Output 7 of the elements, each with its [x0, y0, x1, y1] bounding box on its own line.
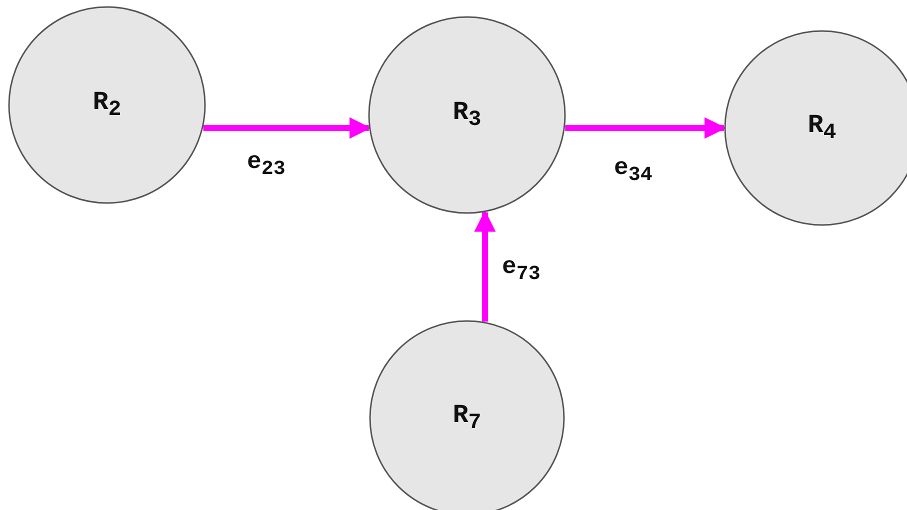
arrow — [474, 210, 496, 322]
arrow — [203, 117, 372, 139]
node-label: R$_{4}$ — [808, 110, 836, 146]
node-label: R$_{2}$ — [92, 87, 122, 123]
node-label: R$_{3}$ — [452, 97, 482, 133]
node-label: R$_{7}$ — [452, 400, 482, 436]
arrow — [565, 117, 726, 139]
